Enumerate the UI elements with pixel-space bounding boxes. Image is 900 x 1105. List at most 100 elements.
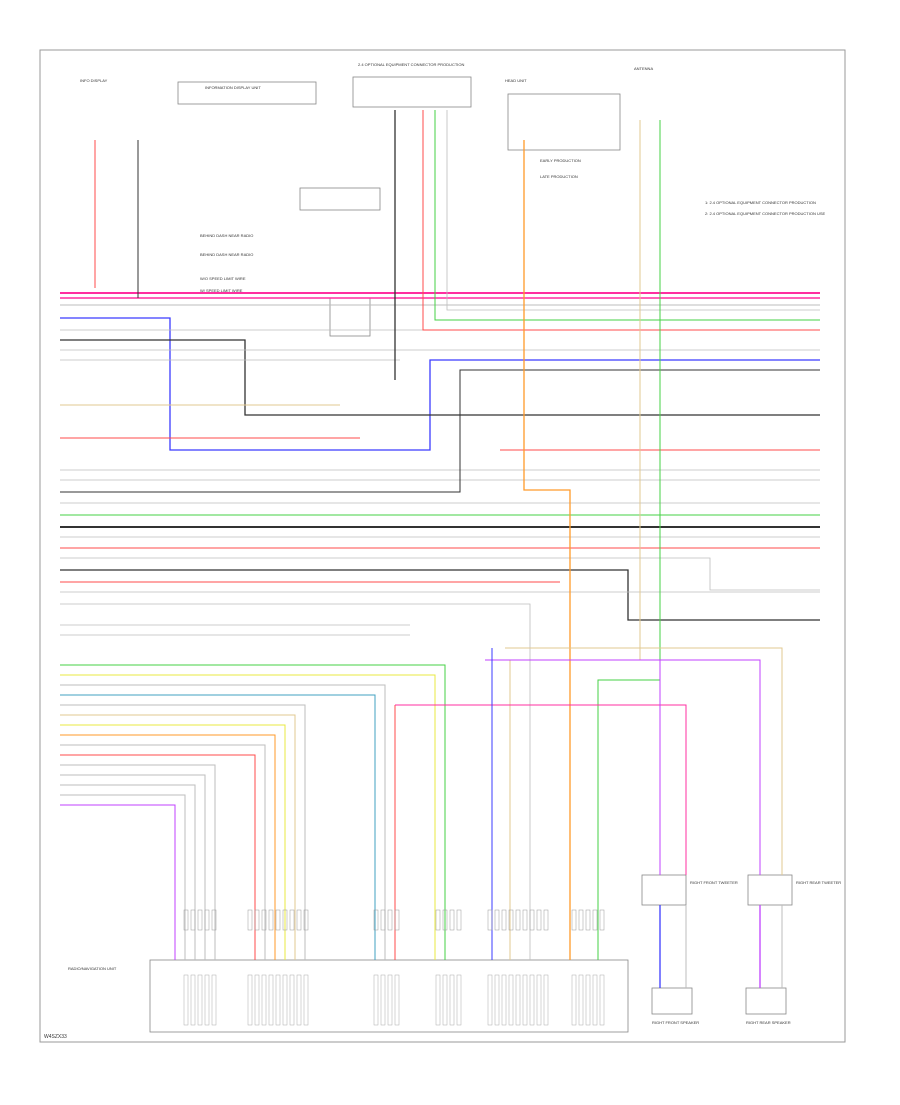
connector-pin-28 <box>522 909 528 931</box>
radio-module-label: RADIO/NAVIGATION UNIT <box>68 966 117 971</box>
wire-23 <box>60 569 820 621</box>
speaker-modules <box>641 874 793 1015</box>
module-pin-14 <box>303 974 309 1026</box>
connector-pin-18 <box>394 909 400 931</box>
wire-56 <box>518 659 761 875</box>
wire-35 <box>597 120 661 960</box>
wire-30 <box>434 110 820 321</box>
connector-pin-15 <box>373 909 379 931</box>
module-pin-28 <box>522 974 528 1026</box>
legend-right-1: 1: 2.4 OPTIONAL EQUIPMENT CONNECTOR PROD… <box>705 200 816 205</box>
legend-right-2: 2: 2.4 OPTIONAL EQUIPMENT CONNECTOR PROD… <box>705 211 826 216</box>
module-pin-19 <box>435 974 441 1026</box>
wire-52 <box>395 704 687 875</box>
connector-pin-36 <box>599 909 605 931</box>
module-pin-18 <box>394 974 400 1026</box>
connector-block-top-center <box>352 76 472 108</box>
labels: 1: 2.4 OPTIONAL EQUIPMENT CONNECTOR PROD… <box>44 62 841 1040</box>
connector-block-mid-top <box>299 187 381 211</box>
connector-pin-6 <box>247 909 253 931</box>
module-pin-20 <box>442 974 448 1026</box>
connector-pin-1 <box>183 909 189 931</box>
connector-pin-26 <box>508 909 514 931</box>
connector-pin-23 <box>487 909 493 931</box>
module-pin-17 <box>387 974 393 1026</box>
wire-48 <box>60 784 196 960</box>
wire-36 <box>60 664 446 960</box>
module-pin-11 <box>282 974 288 1026</box>
left-treble-label: RIGHT FRONT TWEETER <box>690 880 738 885</box>
connector-pin-17 <box>387 909 393 931</box>
module-pin-6 <box>247 974 253 1026</box>
module-pin-5 <box>211 974 217 1026</box>
wire-42 <box>60 724 286 960</box>
wire-41 <box>60 714 296 960</box>
wire-34 <box>509 120 641 960</box>
wire-55 <box>505 647 783 875</box>
wire-53 <box>485 659 661 875</box>
connector-pin-30 <box>536 909 542 931</box>
top-left-unit-label: INFO DISPLAY <box>80 78 108 83</box>
connector-pin-33 <box>578 909 584 931</box>
connector-pin-8 <box>261 909 267 931</box>
module-pin-10 <box>275 974 281 1026</box>
legend-mid-1: BEHIND DASH NEAR RADIO <box>200 233 253 238</box>
module-pin-7 <box>254 974 260 1026</box>
module-pin-2 <box>190 974 196 1026</box>
module-pin-36 <box>599 974 605 1026</box>
wires-group <box>60 110 820 988</box>
connector-pin-7 <box>254 909 260 931</box>
module-pin-26 <box>508 974 514 1026</box>
wire-47 <box>60 774 206 960</box>
connector-block-top-right <box>507 93 621 151</box>
wire-26 <box>60 603 531 960</box>
info-display-label: INFORMATION DISPLAY UNIT <box>205 85 261 90</box>
connector-pin-31 <box>543 909 549 931</box>
module-pin-21 <box>449 974 455 1026</box>
module-pin-12 <box>289 974 295 1026</box>
module-pin-22 <box>456 974 462 1026</box>
module-pin-1 <box>183 974 189 1026</box>
connector-pin-34 <box>585 909 591 931</box>
right-speaker-label: RIGHT REAR SPEAKER <box>746 1020 791 1025</box>
module-pin-23 <box>487 974 493 1026</box>
connector-pin-10 <box>275 909 281 931</box>
legend-top-center: 2.4 OPTIONAL EQUIPMENT CONNECTOR PRODUCT… <box>358 62 464 67</box>
wire-40 <box>60 704 306 960</box>
connector-pin-24 <box>494 909 500 931</box>
diagram-border <box>39 49 846 1043</box>
connector-pin-35 <box>592 909 598 931</box>
connector-pin-4 <box>204 909 210 931</box>
top-right-unit-label: HEAD UNIT <box>505 78 527 83</box>
wire-33 <box>523 140 571 960</box>
connector-pin-2 <box>190 909 196 931</box>
connector-pin-9 <box>268 909 274 931</box>
left-speaker-box <box>651 987 693 1015</box>
module-pin-13 <box>296 974 302 1026</box>
wire-44 <box>60 744 266 960</box>
module-pin-31 <box>543 974 549 1026</box>
wire-16 <box>60 369 820 493</box>
module-pin-32 <box>571 974 577 1026</box>
wire-31 <box>446 110 820 311</box>
wire-43 <box>60 734 276 960</box>
top-connector-blocks <box>177 76 621 337</box>
module-pin-3 <box>197 974 203 1026</box>
wire-39 <box>60 694 376 960</box>
early-production-label: EARLY PRODUCTION <box>540 158 581 163</box>
wire-22 <box>60 557 820 591</box>
connector-pin-22 <box>456 909 462 931</box>
module-pin-27 <box>515 974 521 1026</box>
module-pin-4 <box>204 974 210 1026</box>
late-production-label: LATE PRODUCTION <box>540 174 578 179</box>
connector-pin-16 <box>380 909 386 931</box>
connector-pin-20 <box>442 909 448 931</box>
connector-pin-3 <box>197 909 203 931</box>
wire-38 <box>60 684 386 960</box>
wire-37 <box>60 674 436 960</box>
connector-pin-11 <box>282 909 288 931</box>
wire-45 <box>60 754 256 960</box>
module-pin-24 <box>494 974 500 1026</box>
connector-pin-27 <box>515 909 521 931</box>
